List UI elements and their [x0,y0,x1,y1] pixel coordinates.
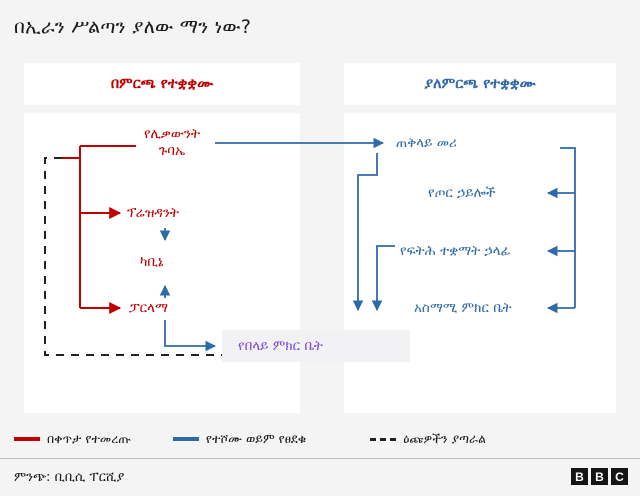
bbc-logo-b1: B [571,468,588,485]
legend-swatch-red-line-icon [14,437,40,441]
node-supreme-leader[interactable]: ጠቅላይ መሪ [396,135,457,151]
wire-group-elected [62,145,136,314]
column-header-elected: በምርጫ የተቋቋሙ [24,63,300,105]
column-header-elected-label: በምርጫ የተቋቋሙ [110,76,214,92]
node-assembly-of-experts-line1: የሊቃውንት [143,126,201,142]
footer-divider [0,458,640,459]
org-diagram: በምርጫ የተቋቋሙ ያለምርጫ የተቋቋሙ [0,58,640,418]
bbc-logo-c: C [611,468,628,485]
legend-item-vets-candidates: ዕጩዎችን ያጣራል [370,431,486,447]
column-header-unelected-label: ያለምርጫ የተቋቋሙ [424,76,536,92]
connector-wires [44,137,576,356]
node-president[interactable]: ፕሬዝዳንት [127,205,180,221]
legend: በቀጥታ የተመረጡ የተሾሙ ወይም የፀደቁ ዕጩዎችን ያጣራል [0,424,640,454]
source-credit: ምንጭ: ቢቢሲ ፐርሺያ [14,470,125,485]
legend-item-directly-elected: በቀጥታ የተመረጡ [14,431,131,447]
node-guardian-council-band [222,330,410,362]
wire-group-vets [44,157,291,356]
bbc-logo: B B C [571,468,628,485]
legend-swatch-dashed-line-icon [370,437,397,441]
node-armed-forces[interactable]: የጦር ኃይሎች [428,185,496,201]
node-parliament[interactable]: ፓርላማ [129,300,168,316]
node-guardian-council[interactable]: የበላይ ምክር ቤት [238,338,323,354]
legend-item-appointed-or-approved: የተሾሙ ወይም የፀደቁ [172,431,307,447]
node-expediency-council[interactable]: አስማሚ ምክር ቤት [414,300,512,316]
wire-group-appointed [159,137,576,352]
node-assembly-of-experts-line2: ጉባኤ [158,142,186,159]
legend-label-vets-candidates: ዕጩዎችን ያጣራል [403,431,486,446]
column-body-elected [24,113,300,413]
legend-swatch-blue-line-icon [172,437,199,441]
column-body-unelected [344,113,616,413]
bbc-logo-b2: B [591,468,608,485]
legend-label-directly-elected: በቀጥታ የተመረጡ [47,431,131,446]
page-title: በኢራን ሥልጣን ያለው ማን ነው? [14,16,252,38]
node-judiciary-head[interactable]: የፍትሕ ተቋማት ኃላፊ [400,243,511,259]
node-assembly-of-experts[interactable]: የሊቃውንት ጉባኤ [125,126,219,160]
legend-label-appointed-or-approved: የተሾሙ ወይም የፀደቁ [205,431,307,446]
column-header-unelected: ያለምርጫ የተቋቋሙ [344,63,616,105]
node-cabinet[interactable]: ካቢኔ [140,254,164,270]
